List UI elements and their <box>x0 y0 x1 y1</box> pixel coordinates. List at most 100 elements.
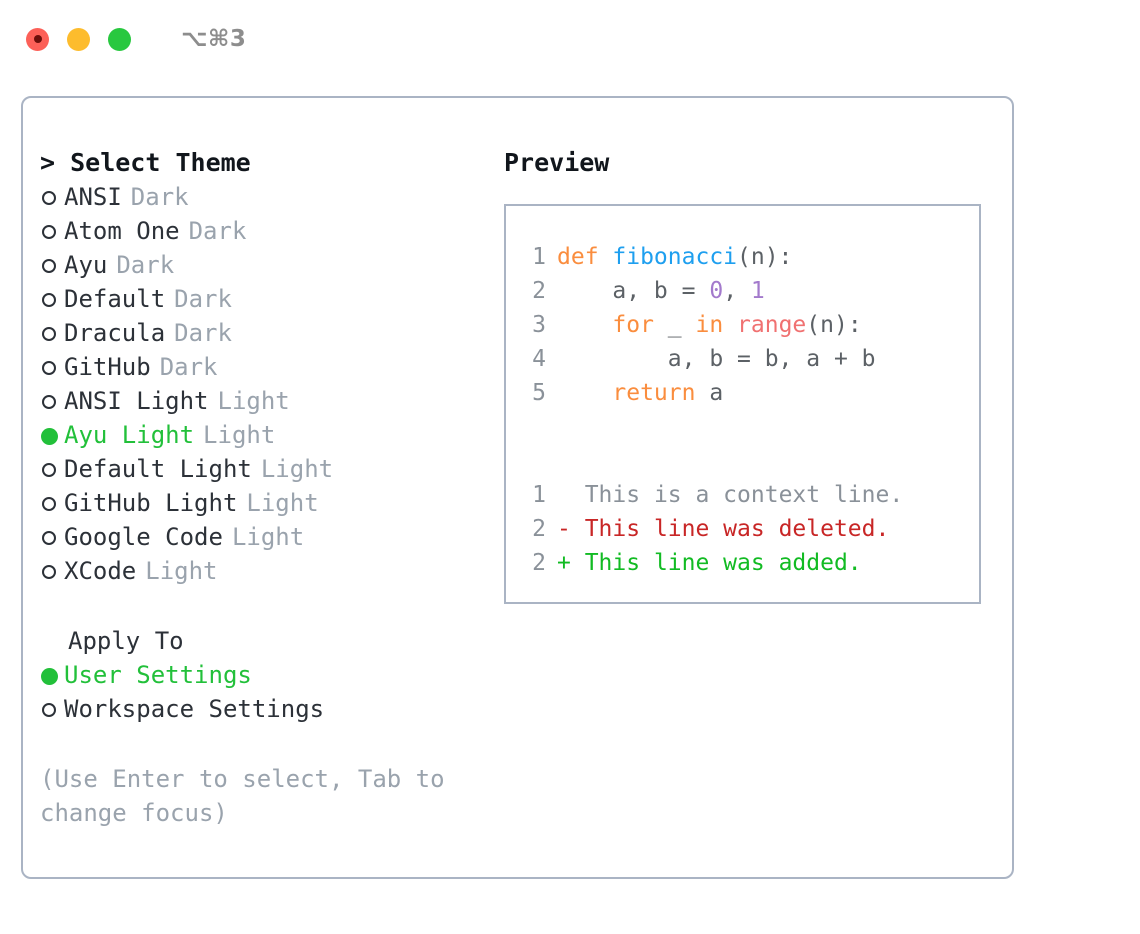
code-token: in <box>695 312 724 338</box>
theme-list: ANSI Dark Atom One Dark Ayu Dark <box>40 180 485 588</box>
columns: > Select Theme ANSI Dark Atom One Dark <box>23 98 1012 830</box>
code-spacer <box>524 444 979 478</box>
theme-option-github[interactable]: GitHub Dark <box>40 350 485 384</box>
theme-label: Default Light <box>64 455 252 483</box>
preview-column: Preview 1 def fibonacci(n): 2 a, b = 0, … <box>485 146 1012 830</box>
theme-picker-column: > Select Theme ANSI Dark Atom One Dark <box>23 146 485 830</box>
minimize-button-icon[interactable] <box>67 27 90 51</box>
theme-kind-badge: Dark <box>130 183 189 211</box>
code-content: a, b = b, a + b <box>557 342 876 376</box>
diff-text: This line was added. <box>570 550 862 576</box>
theme-option-ansi[interactable]: ANSI Dark <box>40 180 485 214</box>
code-token: a, b = b, a + b <box>557 346 876 372</box>
shortcut-label: ⌥⌘3 <box>181 26 247 52</box>
code-token: a, b = <box>557 278 710 304</box>
code-content: a, b = 0, 1 <box>557 274 765 308</box>
code-token: _ <box>653 312 696 338</box>
titlebar: ⌥⌘3 <box>0 0 1140 78</box>
diff-line-context: 1 This is a context line. <box>524 478 979 512</box>
code-content: for _ in range(n): <box>557 308 862 342</box>
diff-text: This is a context line. <box>570 482 904 508</box>
theme-option-google-code[interactable]: Google Code Light <box>40 520 485 554</box>
preview-panel: 1 def fibonacci(n): 2 a, b = 0, 1 3 for … <box>504 204 981 604</box>
theme-label: Ayu Light <box>64 421 195 449</box>
apply-to-label: User Settings <box>64 661 252 689</box>
theme-label: Google Code <box>64 523 223 551</box>
theme-label: ANSI <box>64 183 122 211</box>
theme-kind-badge: Dark <box>174 285 232 313</box>
diff-marker: - <box>557 516 571 542</box>
apply-to-title: Apply To <box>68 627 184 655</box>
theme-kind-badge: Light <box>217 387 290 415</box>
theme-kind-badge: Dark <box>116 251 175 279</box>
line-number: 1 <box>532 244 546 270</box>
theme-label: Default <box>64 285 166 313</box>
keyboard-hint: (Use Enter to select, Tab to change focu… <box>40 765 460 827</box>
select-theme-header: > Select Theme <box>40 148 251 177</box>
theme-label: GitHub <box>64 353 151 381</box>
zoom-button-icon[interactable] <box>108 27 131 51</box>
apply-to-option-workspace-settings[interactable]: Workspace Settings <box>40 692 485 726</box>
theme-option-ansi-light[interactable]: ANSI Light Light <box>40 384 485 418</box>
code-token <box>723 312 737 338</box>
line-number: 3 <box>532 312 546 338</box>
apply-to-option-user-settings[interactable]: User Settings <box>40 658 485 692</box>
code-token: 0 <box>709 278 724 304</box>
code-token <box>557 380 612 406</box>
code-token: range <box>737 312 807 338</box>
code-token: a <box>695 380 724 406</box>
theme-label: Atom One <box>64 217 180 245</box>
theme-option-atom-one[interactable]: Atom One Dark <box>40 214 485 248</box>
theme-kind-badge: Dark <box>159 353 218 381</box>
theme-kind-badge: Dark <box>188 217 247 245</box>
code-token: 1 <box>750 278 765 304</box>
theme-option-xcode[interactable]: XCode Light <box>40 554 485 588</box>
line-number: 2 <box>532 278 546 304</box>
code-token: fibonacci <box>612 244 738 270</box>
theme-option-github-light[interactable]: GitHub Light Light <box>40 486 485 520</box>
code-token: (n): <box>737 244 793 270</box>
theme-kind-badge: Light <box>260 455 334 483</box>
theme-kind-badge: Dark <box>174 319 232 347</box>
theme-label: Dracula <box>64 319 166 347</box>
theme-option-dracula[interactable]: Dracula Dark <box>40 316 485 350</box>
theme-kind-badge: Light <box>203 421 276 449</box>
theme-option-ayu[interactable]: Ayu Dark <box>40 248 485 282</box>
line-number: 2 <box>532 550 546 576</box>
code-token: , <box>723 278 751 304</box>
code-line: 2 a, b = 0, 1 <box>524 274 979 308</box>
window-controls <box>26 27 131 51</box>
code-token: return <box>612 380 696 406</box>
line-number: 2 <box>532 516 546 542</box>
code-content: def fibonacci(n): <box>557 240 792 274</box>
theme-kind-badge: Light <box>246 489 319 517</box>
theme-label: ANSI Light <box>64 387 209 415</box>
apply-to-group: Apply To User Settings Workspace Setting… <box>40 624 485 726</box>
diff-line-deleted: 2 - This line was deleted. <box>524 512 979 546</box>
theme-kind-badge: Light <box>145 557 218 585</box>
diff-text: This line was deleted. <box>570 516 890 542</box>
code-spacer <box>524 410 979 444</box>
code-line: 1 def fibonacci(n): <box>524 240 979 274</box>
code-line: 4 a, b = b, a + b <box>524 342 979 376</box>
line-number: 5 <box>532 380 546 406</box>
code-token: (n): <box>806 312 862 338</box>
preview-label: Preview <box>504 148 610 177</box>
theme-label: XCode <box>64 557 137 585</box>
diff-line-added: 2 + This line was added. <box>524 546 979 580</box>
code-token <box>557 312 612 338</box>
theme-label: GitHub Light <box>64 489 238 517</box>
theme-option-default[interactable]: Default Dark <box>40 282 485 316</box>
close-dot-icon <box>33 35 42 43</box>
diff-marker: + <box>557 550 571 576</box>
content-panel: > Select Theme ANSI Dark Atom One Dark <box>21 96 1014 879</box>
theme-option-default-light[interactable]: Default Light Light <box>40 452 485 486</box>
line-number: 4 <box>532 346 546 372</box>
code-token: def <box>557 244 613 270</box>
close-button-icon[interactable] <box>26 27 49 51</box>
theme-option-ayu-light[interactable]: Ayu Light Light <box>40 418 485 452</box>
code-content: return a <box>557 376 723 410</box>
line-number: 1 <box>532 482 546 508</box>
theme-label: Ayu <box>64 251 108 279</box>
